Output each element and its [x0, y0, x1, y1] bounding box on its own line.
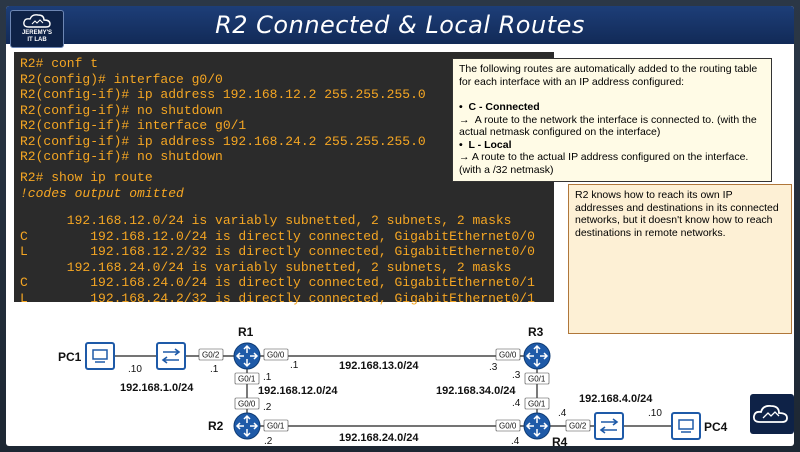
- title-bar: R2 Connected & Local Routes: [6, 6, 794, 44]
- r2-label: R2: [208, 419, 224, 433]
- interface-label: G0/0: [238, 400, 256, 409]
- network-label: 192.168.12.0/24: [258, 385, 338, 397]
- ip-label: .2: [263, 402, 272, 413]
- interface-label: G0/2: [569, 422, 587, 431]
- interface-label: G0/1: [528, 400, 546, 409]
- ip-label: .10: [648, 408, 662, 419]
- cli-line: R2(config-if)# ip address 192.168.24.2 2…: [20, 133, 426, 149]
- note-text: The following routes are automatically a…: [459, 63, 758, 75]
- router-icon[interactable]: [233, 412, 261, 440]
- network-label: 192.168.4.0/24: [579, 393, 653, 405]
- r3-label: R3: [528, 325, 544, 339]
- pc-icon[interactable]: [671, 412, 701, 440]
- r4-label: R4: [552, 435, 568, 446]
- switch-icon[interactable]: [594, 412, 624, 440]
- route-line: 192.168.12.0/24 is variably subnetted, 2…: [20, 213, 512, 228]
- network-topology: PC1 PC4 R1 R3 R2 R4 192.168.1.0/24 192.1…: [58, 325, 728, 446]
- router-icon[interactable]: [523, 342, 551, 370]
- pc1-label: PC1: [58, 350, 82, 364]
- route-types-note: The following routes are automatically a…: [452, 58, 772, 182]
- logo-text-2: IT LAB: [27, 37, 47, 43]
- note-text: networks, but it doesn't know how to rea…: [575, 214, 773, 226]
- route-line: C 192.168.24.0/24 is directly connected,…: [20, 275, 535, 290]
- ip-label: .4: [558, 408, 567, 419]
- interface-label: G0/2: [202, 351, 220, 360]
- cli-line: R2# conf t: [20, 56, 99, 71]
- corner-logo: [750, 394, 794, 434]
- interface-label: G0/1: [267, 422, 285, 431]
- ip-label: .3: [489, 362, 498, 373]
- note-text: destinations in remote networks.: [575, 226, 726, 239]
- cli-comment: !codes output omitted: [20, 185, 184, 201]
- r2-knowledge-note: R2 knows how to reach its own IP address…: [568, 184, 792, 334]
- router-icon[interactable]: [523, 412, 551, 440]
- note-text: addresses and destinations in its connec…: [575, 201, 779, 214]
- slide: R2 Connected & Local Routes JEREMY'S IT …: [6, 6, 794, 446]
- network-label: 192.168.24.0/24: [339, 432, 419, 444]
- network-label: 192.168.1.0/24: [120, 382, 194, 394]
- pc4-label: PC4: [704, 420, 728, 434]
- ip-label: .1: [290, 360, 299, 371]
- interface-label: G0/1: [528, 375, 546, 384]
- page-title: R2 Connected & Local Routes: [215, 11, 585, 39]
- note-heading: • C - Connected: [459, 101, 540, 113]
- route-line: C 192.168.12.0/24 is directly connected,…: [20, 228, 535, 244]
- cli-line: R2(config-if)# no shutdown: [20, 102, 223, 118]
- cli-line: R2(config)# interface g0/0: [20, 71, 223, 87]
- ip-label: .4: [512, 398, 521, 409]
- brand-logo: JEREMY'S IT LAB: [10, 10, 64, 48]
- note-text: → A route to the actual IP address confi…: [459, 151, 749, 163]
- logo-text-1: JEREMY'S: [21, 30, 53, 36]
- switch-icon[interactable]: [156, 342, 186, 370]
- interface-label: G0/1: [238, 375, 256, 384]
- ip-label: .1: [263, 372, 272, 383]
- router-icon[interactable]: [233, 342, 261, 370]
- ip-label: .1: [210, 364, 219, 375]
- cli-line: R2(config-if)# ip address 192.168.12.2 2…: [20, 87, 426, 102]
- route-line: 192.168.24.0/24 is variably subnetted, 2…: [20, 259, 512, 275]
- ip-label: .3: [512, 370, 521, 381]
- r1-label: R1: [238, 325, 254, 339]
- note-text: for each interface with an IP address co…: [459, 75, 685, 88]
- ip-label: .10: [128, 364, 142, 375]
- ip-label: .4: [511, 436, 520, 446]
- network-label: 192.168.13.0/24: [339, 360, 419, 372]
- note-text: → A route to the network the interface i…: [459, 113, 757, 126]
- cli-line: R2# show ip route: [20, 170, 153, 185]
- route-line: L 192.168.24.2/32 is directly connected,…: [20, 290, 535, 306]
- pc-icon[interactable]: [85, 342, 115, 370]
- network-label: 192.168.34.0/24: [436, 385, 516, 397]
- note-text: (with a /32 netmask): [459, 163, 554, 176]
- note-heading: • L - Local: [459, 138, 512, 151]
- note-text: R2 knows how to reach its own IP: [575, 189, 733, 201]
- route-line: L 192.168.12.2/32 is directly connected,…: [20, 244, 535, 259]
- note-text: actual netmask configured on the interfa…: [459, 126, 661, 138]
- ip-label: .2: [264, 436, 273, 446]
- interface-label: G0/0: [499, 351, 517, 360]
- cli-line: R2(config-if)# no shutdown: [20, 149, 223, 164]
- cloud-logo-icon: [23, 14, 51, 28]
- cloud-logo-icon: [752, 404, 788, 423]
- cli-line: R2(config-if)# interface g0/1: [20, 118, 247, 133]
- interface-label: G0/0: [267, 351, 285, 360]
- interface-label: G0/0: [499, 422, 517, 431]
